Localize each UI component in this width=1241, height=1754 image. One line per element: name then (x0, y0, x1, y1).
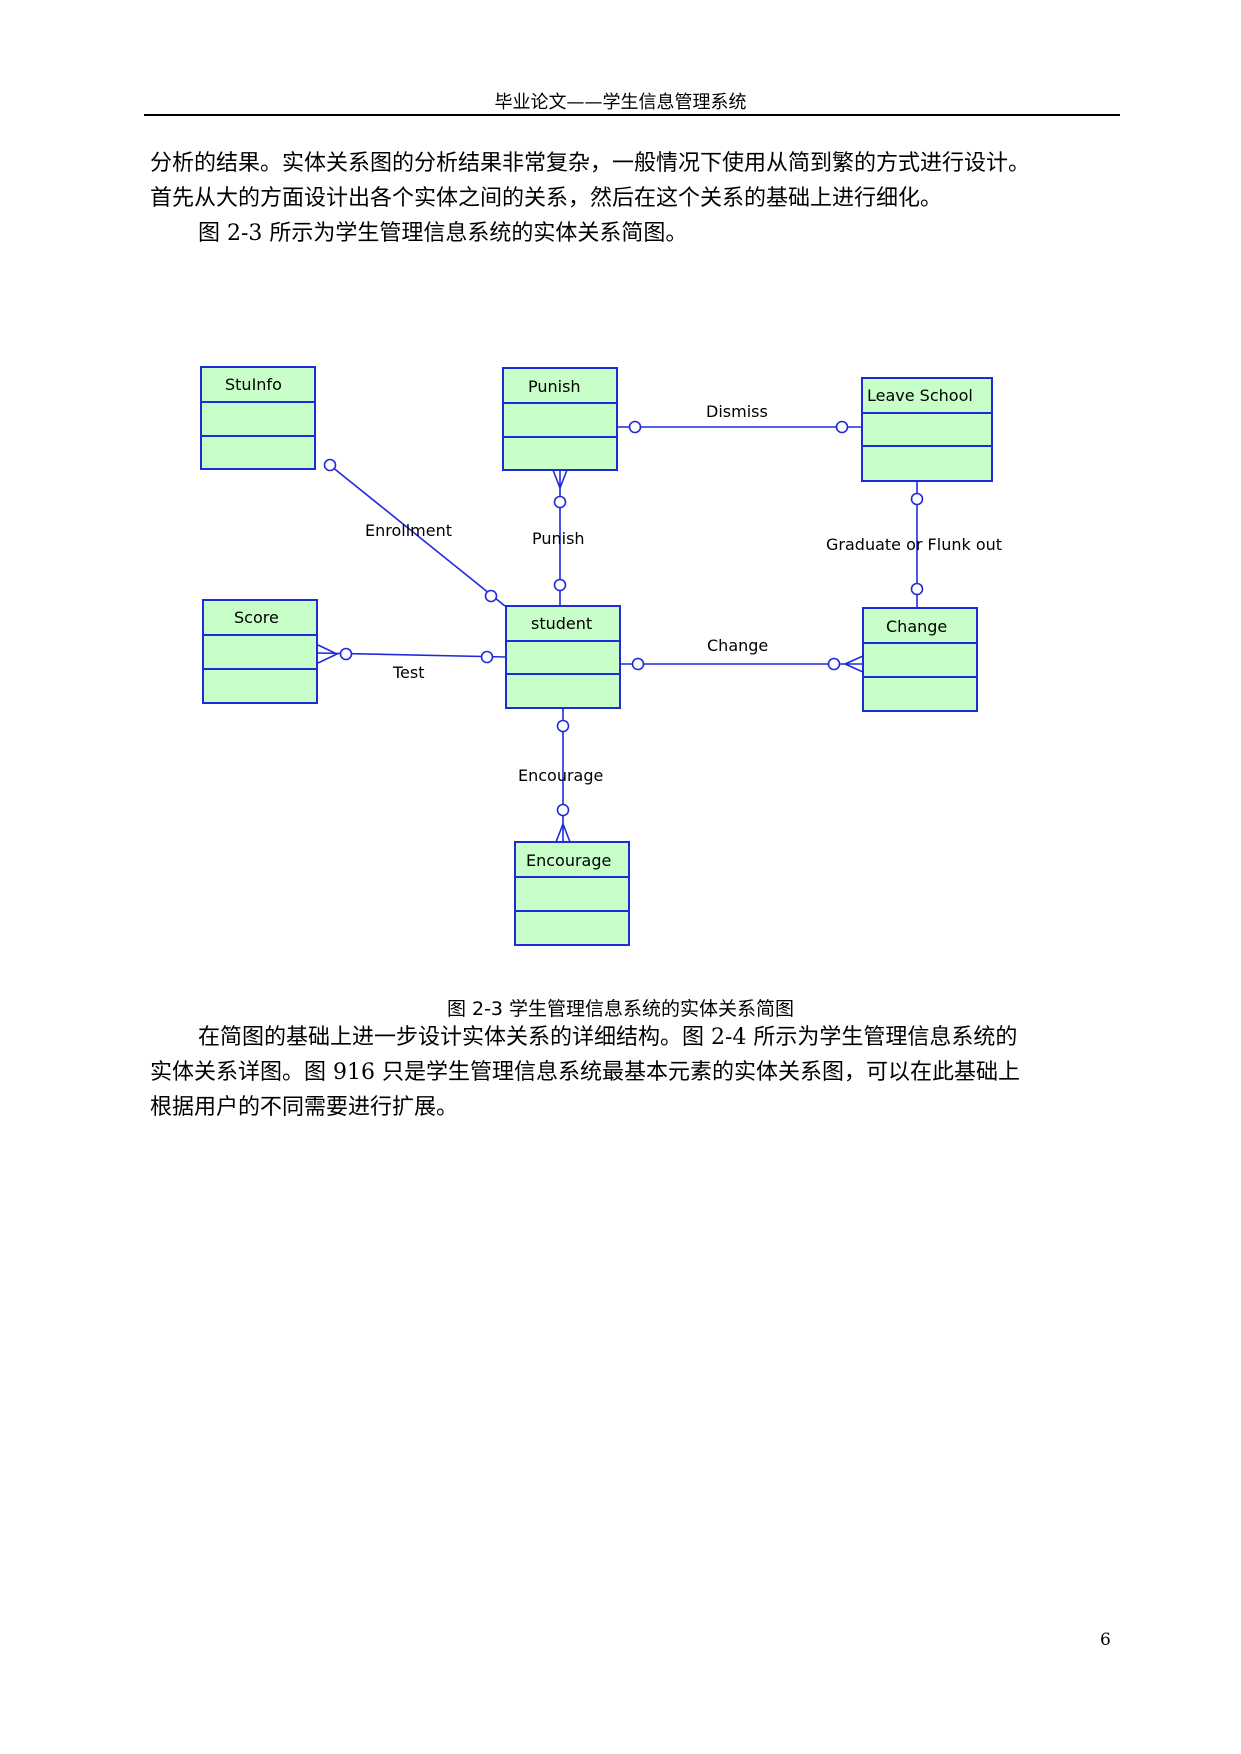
entity-name: Change (886, 617, 947, 636)
entity-name: Score (234, 608, 279, 627)
optional-circle (323, 458, 337, 472)
optional-circle (553, 495, 567, 509)
running-header: 毕业论文——学生信息管理系统 (494, 92, 747, 113)
optional-circle (631, 657, 645, 671)
optional-circle (556, 803, 570, 817)
crow-foot-punish (552, 469, 568, 491)
paragraph-line: 根据用户的不同需要进行扩展。 (150, 1095, 459, 1120)
relationship-label-graduate: Graduate or Flunk out (826, 535, 1002, 554)
optional-circle (910, 492, 924, 506)
relationship-label-change: Change (707, 636, 768, 655)
relationship-label-enrollment: Enrollment (365, 521, 452, 540)
paragraph-line: 首先从大的方面设计出各个实体之间的关系，然后在这个关系的基础上进行细化。 (150, 186, 943, 211)
relationship-label-dismiss: Dismiss (706, 402, 768, 421)
paragraph-intro: 分析的结果。实体关系图的分析结果非常复杂，一般情况下使用从简到繁的方式进行设计。… (150, 146, 1128, 251)
optional-circle (835, 420, 849, 434)
entity-leave-school: Leave School (861, 377, 993, 482)
header-rule (144, 114, 1120, 116)
optional-circle (553, 578, 567, 592)
paragraph-line: 分析的结果。实体关系图的分析结果非常复杂，一般情况下使用从简到繁的方式进行设计。 (150, 151, 1031, 176)
relationship-label-encourage: Encourage (518, 766, 603, 785)
entity-encourage: Encourage (514, 841, 630, 946)
entity-name: Leave School (867, 386, 973, 405)
optional-circle (827, 657, 841, 671)
optional-circle (910, 582, 924, 596)
entity-name: StuInfo (225, 375, 282, 394)
entity-punish: Punish (502, 367, 618, 471)
line-enrollment (325, 461, 506, 607)
entity-score: Score (202, 599, 318, 704)
entity-name: Punish (528, 377, 581, 396)
entity-stuinfo: StuInfo (200, 366, 316, 470)
relationship-label-test: Test (392, 663, 425, 682)
optional-circle (556, 719, 570, 733)
entity-name: Encourage (526, 851, 611, 870)
crow-foot-change (843, 655, 864, 673)
paragraph-detail: 在简图的基础上进一步设计实体关系的详细结构。图 2-4 所示为学生管理信息系统的… (150, 1020, 1128, 1125)
optional-circle (484, 589, 498, 603)
optional-circle (628, 420, 642, 434)
relationship-label-punish: Punish (532, 529, 585, 548)
optional-circle (480, 650, 494, 664)
paragraph-line: 图 2-3 所示为学生管理信息系统的实体关系简图。 (198, 221, 688, 246)
entity-change: Change (862, 607, 978, 712)
optional-circle (339, 647, 353, 661)
figure-caption: 图 2-3 学生管理信息系统的实体关系简图 (446, 998, 795, 1020)
crow-foot-score (317, 644, 339, 664)
paragraph-line: 在简图的基础上进一步设计实体关系的详细结构。图 2-4 所示为学生管理信息系统的 (198, 1025, 1018, 1050)
crow-foot-encourage (555, 821, 571, 843)
entity-name: student (531, 614, 592, 633)
paragraph-line: 实体关系详图。图 916 只是学生管理信息系统最基本元素的实体关系图，可以在此基… (150, 1060, 1020, 1085)
entity-student: student (505, 605, 621, 709)
page-number: 6 (1100, 1630, 1111, 1650)
